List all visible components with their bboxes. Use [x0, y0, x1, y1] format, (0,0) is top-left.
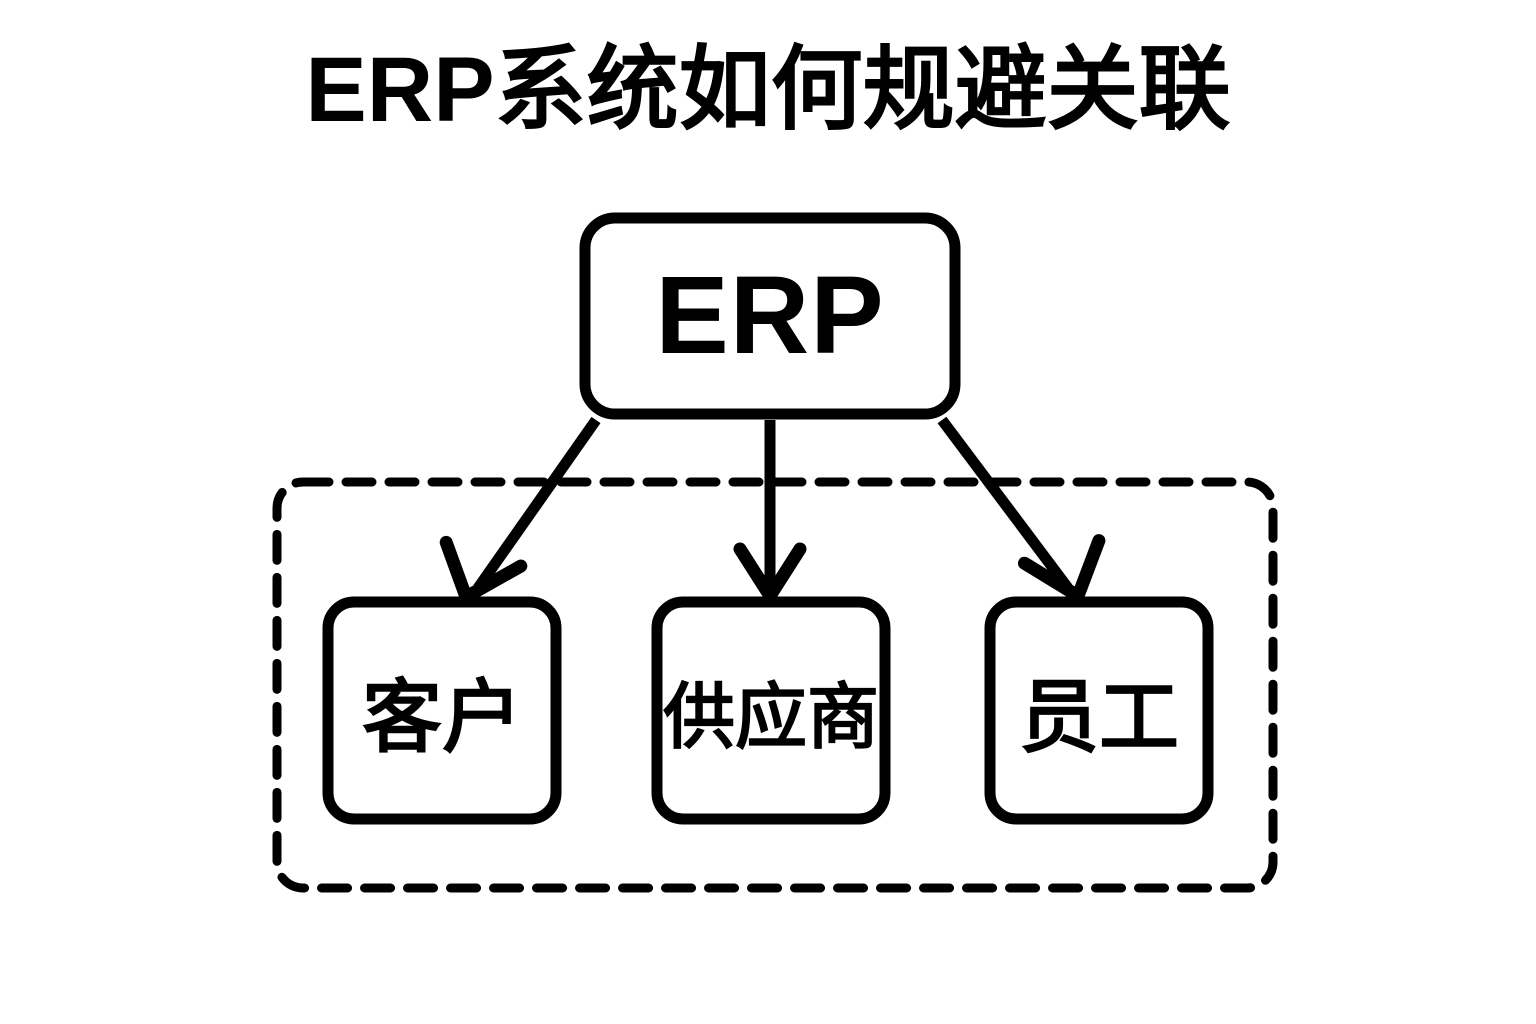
customer-node-box[interactable]	[322, 596, 562, 825]
supplier-node-label: 供应商	[662, 678, 879, 758]
supplier-node-box[interactable]	[651, 596, 891, 825]
erp-node-label: ERP	[655, 254, 885, 377]
connector-erp-to-customer	[439, 416, 601, 604]
employee-node-box[interactable]	[984, 596, 1214, 825]
customer-node-label: 客户	[362, 672, 522, 762]
connector-erp-to-employee	[937, 416, 1106, 603]
employee-node-label: 员工	[1019, 672, 1179, 762]
erp-node-box[interactable]	[579, 212, 961, 420]
diagram-title: ERP系统如何规避关联	[305, 39, 1231, 141]
connector-erp-to-supplier	[733, 420, 807, 603]
